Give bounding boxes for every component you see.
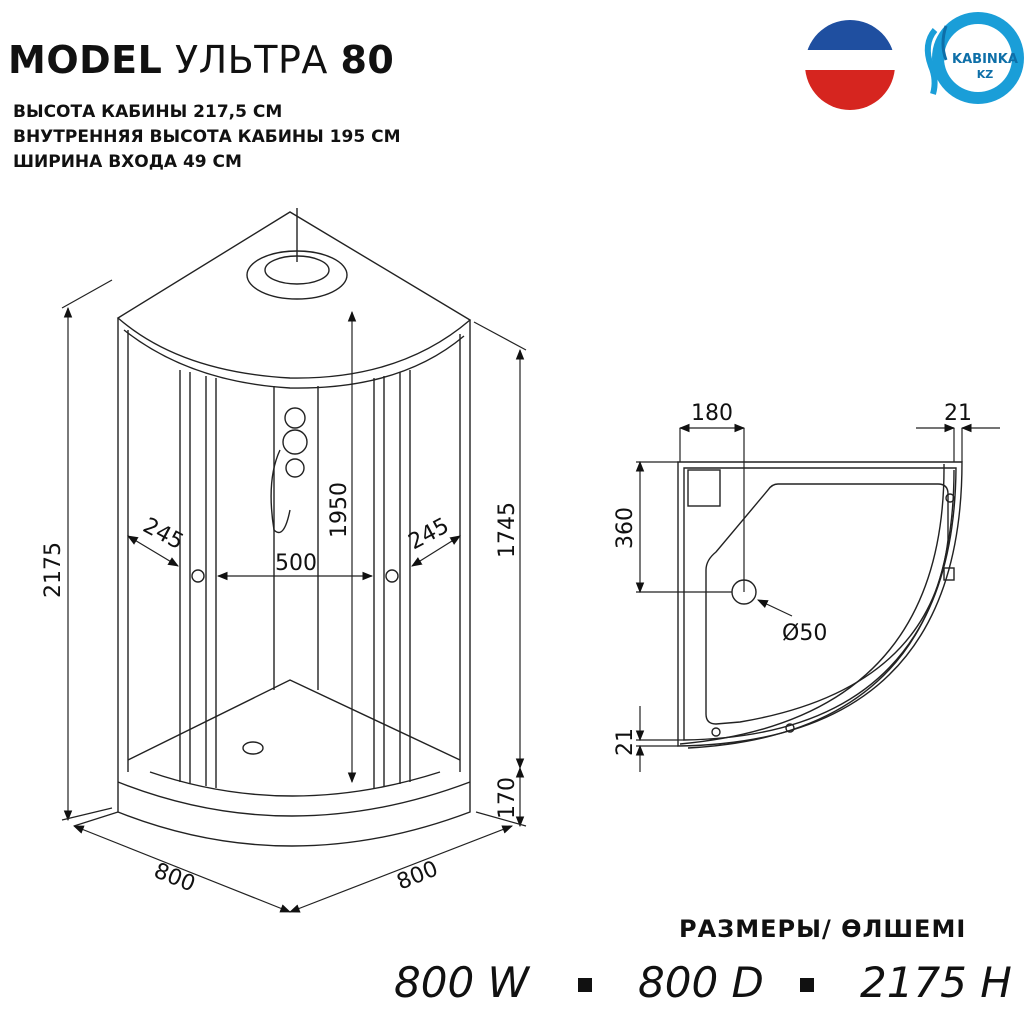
brand-country: KZ: [977, 68, 994, 81]
dimension-width: 800 W: [394, 958, 530, 1007]
plan-dim-180: 180: [691, 401, 733, 426]
dimension-height: 2175 H: [860, 958, 1012, 1007]
dimension-depth: 800 D: [638, 958, 764, 1007]
sizes-heading: РАЗМЕРЫ/ ӨЛШЕМІ: [679, 915, 967, 943]
plan-dim-360: 360: [613, 507, 638, 549]
model-title: MODEL УЛЬТРА 80: [8, 38, 394, 82]
overall-dimensions: 800 W 800 D 2175 H: [0, 958, 1036, 1014]
plan-dim-21-bottom: 21: [613, 728, 638, 756]
brand-name: KABINKA: [952, 52, 1018, 67]
dim-total-height: 2175: [41, 542, 66, 598]
model-number: 80: [340, 38, 395, 82]
dim-door-right: 245: [405, 513, 454, 555]
spec-list: ВЫСОТА КАБИНЫ 217,5 СМ ВНУТРЕННЯЯ ВЫСОТА…: [13, 100, 400, 175]
plan-view-drawing: [677, 461, 963, 749]
separator-square: [800, 978, 814, 992]
dim-side-height: 1745: [495, 502, 520, 558]
dim-width-left: 800: [150, 859, 198, 898]
model-label: MODEL: [8, 38, 163, 82]
kabinka-logo: KABINKA KZ: [924, 12, 1024, 104]
model-name: УЛЬТРА: [174, 38, 328, 82]
plan-dim-21-top: 21: [944, 401, 972, 426]
spec-inner-height: ВНУТРЕННЯЯ ВЫСОТА КАБИНЫ 195 СМ: [13, 127, 401, 147]
cabin-3d-drawing: [116, 208, 472, 847]
separator-square: [578, 978, 592, 992]
dim-width-right: 800: [393, 857, 441, 896]
spec-height: ВЫСОТА КАБИНЫ 217,5 СМ: [13, 102, 283, 122]
dim-inner-height: 1950: [327, 482, 352, 538]
dim-tray-height: 170: [495, 777, 520, 819]
dim-entrance: 500: [275, 551, 317, 576]
spec-entrance-width: ШИРИНА ВХОДА 49 СМ: [13, 152, 242, 172]
made-in-label: made in: [816, 52, 879, 68]
plan-drain-diameter: Ø50: [782, 621, 827, 646]
made-in-russia-badge: made in: [805, 20, 895, 110]
